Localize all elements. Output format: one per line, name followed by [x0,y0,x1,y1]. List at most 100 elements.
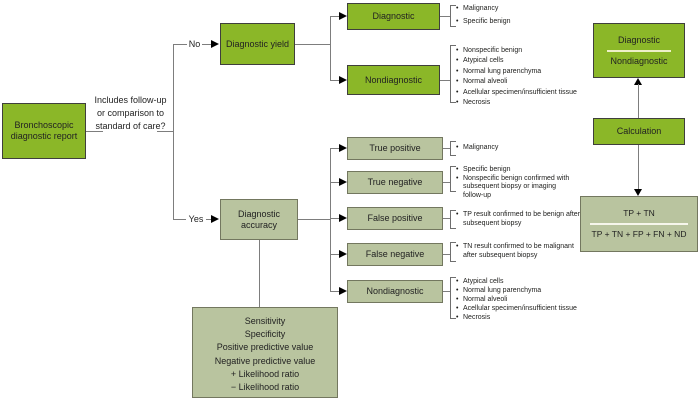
bracket [450,141,456,156]
diagnostic-yield-box: Diagnostic yield [220,23,295,65]
connector-tn-bracket [443,182,450,183]
metric-line: Positive predictive value [216,342,314,353]
connector-calc-up [638,84,639,118]
connector-arm-nd [330,291,340,292]
bullet-item: Acellular specimen/insufficient tissue [455,88,615,99]
connector-nondiag-bracket [440,80,450,81]
accuracy-nondiagnostic-label: Nondiagnostic [366,286,424,296]
true-negative-bullets: Specific benignNonspecific benign confir… [455,166,575,200]
ratio-box: Diagnostic Nondiagnostic [593,23,685,78]
bullet-item: Nonspecific benign [455,46,615,57]
connector-fn-bracket [443,254,450,255]
false-negative-bullets: TN result confirmed to be malignant afte… [455,243,575,260]
arrowhead-tp [339,144,347,152]
metric-line: + Likelihood ratio [230,368,300,379]
formula-denominator: TP + TN + FP + FN + ND [591,229,687,239]
false-negative-label: False negative [365,249,425,259]
false-negative-box: False negative [347,243,443,266]
accuracy-nondiagnostic-bullets: Atypical cellsNormal lung parenchymaNorm… [455,277,605,322]
arrowhead-no [211,40,219,48]
connector-arm-fn [330,254,340,255]
metric-line: Sensitivity [244,316,286,326]
start-box-label: Bronchoscopic diagnostic report [10,120,78,141]
start-box: Bronchoscopic diagnostic report [2,103,86,159]
bullet-item: Acellular specimen/insufficient tissue [455,304,605,313]
connector-accuracy-out [298,219,330,220]
bracket [450,45,456,103]
bracket [450,242,456,262]
false-positive-bullets: TP result confirmed to be benign after s… [455,211,581,228]
arrowhead-tn [339,178,347,186]
metric-line: Negative predictive value [214,355,316,366]
formula-numerator: TP + TN [623,208,655,218]
bullet-item: Atypical cells [455,56,615,67]
no-branch-label: No [188,39,201,49]
connector-diag-bracket [440,16,450,17]
bullet-item: Normal lung parenchyma [455,67,615,78]
bullet-item: Necrosis [455,98,615,109]
connector-start-question [86,131,103,132]
bullet-item: TN result confirmed to be malignant afte… [455,243,575,260]
true-negative-label: True negative [367,177,423,187]
connector-yes-b [206,219,212,220]
bullet-item: Normal lung parenchyma [455,286,605,295]
true-positive-bullets: Malignancy [455,143,595,152]
connector-arm-fp [330,218,340,219]
bracket [450,166,456,192]
true-positive-box: True positive [347,137,443,160]
diagnostic-accuracy-label: Diagnostic accuracy [237,208,281,230]
yield-diagnostic-bullets: MalignancySpecific benign [455,3,605,28]
diagnostic-yield-label: Diagnostic yield [225,38,290,49]
bullet-item: Specific benign [455,16,605,29]
arrowhead-fp [339,214,347,222]
ratio-numerator: Diagnostic [617,34,661,45]
connector-fp-bracket [443,218,450,219]
connector-nd-bracket [443,291,450,292]
connector-no-b [202,44,212,45]
bracket [450,5,456,27]
arrowhead-yield-nondiag [339,76,347,84]
arrowhead-yield-diag [339,12,347,20]
true-positive-label: True positive [369,143,421,153]
calculation-box: Calculation [593,118,685,145]
yield-nondiagnostic-bullets: Nonspecific benignAtypical cellsNormal l… [455,46,615,109]
connector-question-trunk [157,131,174,132]
bullet-item: Malignancy [455,143,595,152]
metric-line: − Likelihood ratio [230,382,300,393]
yield-diagnostic-box: Diagnostic [347,3,440,30]
connector-accuracy-trunk [330,148,331,292]
diagnostic-accuracy-box: Diagnostic accuracy [220,199,298,240]
yield-nondiagnostic-box: Nondiagnostic [347,65,440,95]
connector-yield-trunk [330,16,331,80]
arrowhead-nd [339,287,347,295]
bullet-item: Normal alveoli [455,295,605,304]
connector-yield-nondiag [330,80,340,81]
bracket [450,210,456,229]
true-negative-box: True negative [347,171,443,194]
calculation-label: Calculation [616,126,662,136]
fraction-divider [606,49,672,52]
connector-yes-a [173,219,186,220]
bullet-item: Nonspecific benign confirmed with subseq… [455,175,575,201]
connector-calc-down [638,145,639,189]
ratio-denominator: Nondiagnostic [610,55,668,66]
bullet-item: TP result confirmed to be benign after s… [455,211,581,228]
accuracy-nondiagnostic-box: Nondiagnostic [347,280,443,303]
arrowhead-up [634,78,642,85]
connector-yield-out [295,44,330,45]
bullet-item: Atypical cells [455,277,605,286]
connector-arm-tn [330,182,340,183]
connector-metrics [259,240,260,307]
arrowhead-down [634,189,642,196]
bullet-item: Necrosis [455,313,605,322]
formula-box: TP + TN TP + TN + FP + FN + ND [580,196,698,252]
connector-yield-diag [330,16,340,17]
bracket [450,277,456,319]
bullet-item: Specific benign [455,166,575,175]
connector-tp-bracket [443,148,450,149]
fraction-divider [589,223,689,225]
connector-trunk [173,44,174,220]
yes-branch-label: Yes [188,214,204,224]
